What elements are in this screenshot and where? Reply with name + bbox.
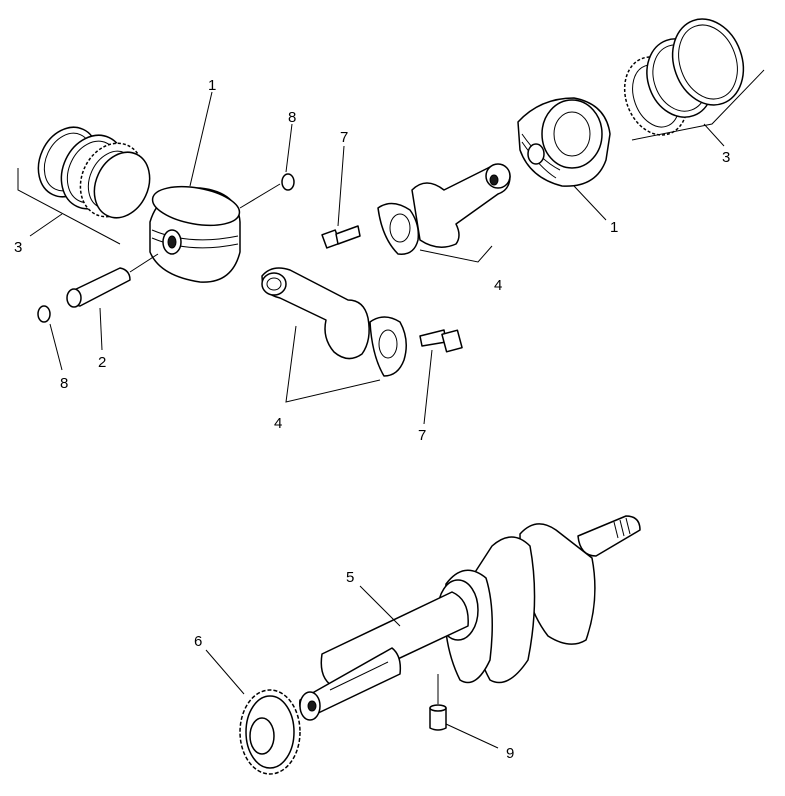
- leader-5: [359, 585, 401, 627]
- piston-ring-set-right: [623, 18, 745, 136]
- leader-8-lower: [49, 323, 63, 371]
- bracket-rings-right: [631, 69, 765, 141]
- crankshaft: [299, 515, 641, 721]
- callout-8-upper: 8: [288, 109, 296, 126]
- leader-1-right: [573, 185, 607, 221]
- leader-6: [205, 649, 245, 695]
- callout-1-left: 1: [208, 77, 216, 94]
- pin-axis-line-lower: [129, 253, 159, 273]
- piston-pin: [66, 267, 131, 308]
- callout-5: 5: [346, 569, 354, 586]
- connecting-rod-upper: [377, 163, 511, 255]
- dowel-pin: [429, 674, 447, 731]
- bracket-rings-left: [17, 168, 121, 245]
- circlip-upper: [281, 173, 295, 191]
- leader-7-upper: [337, 145, 345, 227]
- callout-7-upper: 7: [340, 129, 348, 146]
- callout-1-right: 1: [610, 219, 618, 236]
- circlip-lower: [37, 305, 51, 323]
- leader-8-upper: [285, 123, 293, 173]
- crank-gear: [239, 689, 301, 775]
- leader-1-left: [189, 91, 213, 187]
- piston-right: [517, 97, 611, 187]
- piston-ring-set-left: [37, 126, 151, 219]
- leader-3-left: [29, 213, 63, 237]
- callout-4-lower: 4: [274, 415, 282, 432]
- callout-8-lower: 8: [60, 375, 68, 392]
- leader-9: [445, 723, 499, 749]
- bracket-4-upper: [419, 245, 493, 263]
- callout-9: 9: [506, 745, 514, 762]
- piston-left: [149, 185, 241, 283]
- callout-4-upper: 4: [494, 277, 502, 294]
- callout-3-left: 3: [14, 239, 22, 256]
- connecting-rod-lower: [261, 267, 407, 377]
- leader-7-lower: [423, 349, 433, 425]
- callout-3-right: 3: [722, 149, 730, 166]
- pin-axis-line-upper: [239, 183, 281, 209]
- callout-6: 6: [194, 633, 202, 650]
- connecting-rod-bolt-upper: [321, 225, 361, 249]
- bracket-4-lower: [285, 325, 381, 403]
- callout-7-lower: 7: [418, 427, 426, 444]
- leader-3-right: [703, 123, 725, 147]
- callout-2: 2: [98, 354, 106, 371]
- leader-2: [99, 307, 103, 351]
- connecting-rod-bolt-lower: [419, 329, 463, 353]
